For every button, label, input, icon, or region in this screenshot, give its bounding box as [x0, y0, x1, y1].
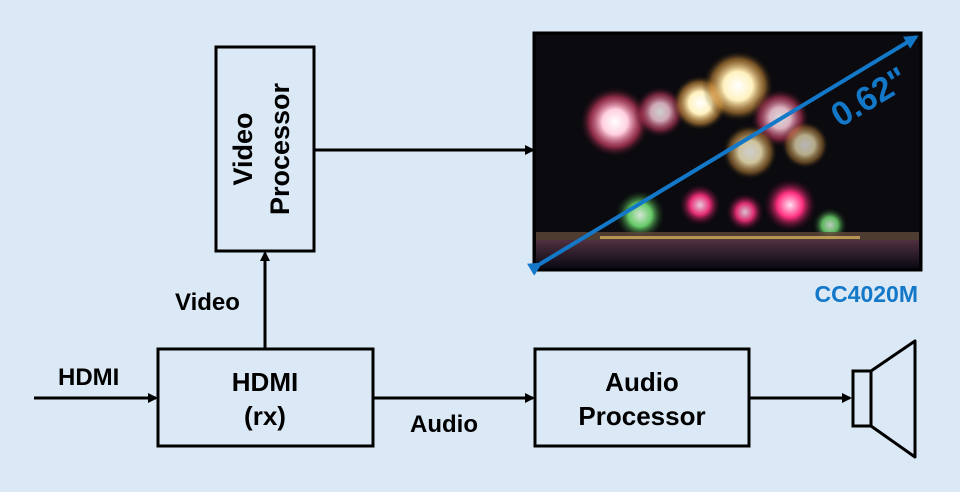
microdisplay: 0.62" — [526, 31, 923, 276]
hdmi-rx-label-2: (rx) — [244, 401, 286, 431]
video-processor-block: Video Processor — [214, 45, 316, 253]
audio-processor-label-1: Audio — [605, 367, 679, 397]
hdmi-rx-block: HDMI (rx) — [156, 347, 375, 448]
audio-signal-label: Audio — [410, 411, 478, 438]
video-processor-label-1: Video — [228, 112, 258, 185]
hdmi-rx-label-1: HDMI — [232, 367, 298, 397]
audio-processor-block: Audio Processor — [533, 347, 751, 448]
audio-processor-label-2: Processor — [578, 401, 705, 431]
hdmi-input-label: HDMI — [58, 364, 119, 391]
video-signal-label: Video — [175, 289, 240, 316]
video-processor-label-2: Processor — [265, 82, 295, 215]
speaker-icon — [851, 339, 917, 459]
diagonal-measure-arrow — [526, 35, 919, 276]
model-number-label: CC4020M — [814, 281, 918, 307]
